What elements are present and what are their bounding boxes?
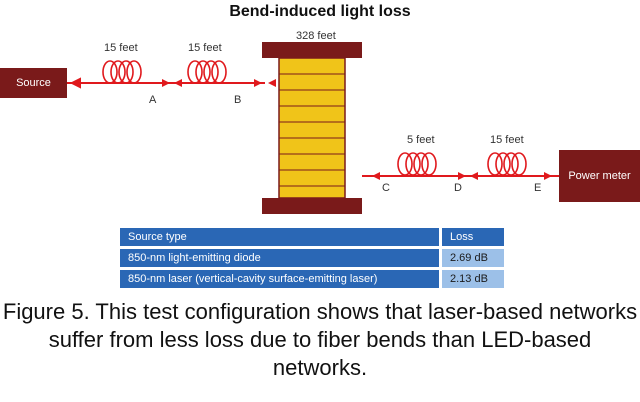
header-source-type: Source type — [120, 228, 439, 246]
point-e-label: E — [534, 182, 542, 194]
row-1-source: 850-nm light-emitting diode — [120, 249, 439, 267]
coil-2 — [187, 60, 227, 84]
header-loss: Loss — [439, 228, 504, 246]
spool-body — [278, 57, 346, 199]
figure-caption: Figure 5. This test configuration shows … — [2, 299, 638, 380]
coil-4-label: 15 feet — [490, 134, 524, 146]
point-c-label: C — [382, 182, 390, 194]
row-1-loss: 2.69 dB — [439, 249, 504, 267]
coil-1 — [102, 60, 142, 84]
connector-a — [69, 77, 81, 89]
power-meter-box: Power meter — [559, 150, 640, 202]
coil-1-label: 15 feet — [104, 42, 138, 54]
loss-table: Source type Loss 850-nm light-emitting d… — [120, 225, 504, 291]
connector-b — [162, 79, 276, 87]
point-a-label: A — [149, 94, 157, 106]
connector-c-e — [372, 172, 552, 180]
diagram-title: Bend-induced light loss — [229, 3, 411, 20]
coil-2-label: 15 feet — [188, 42, 222, 54]
table-header-row: Source type Loss — [120, 228, 504, 246]
spool-length-label: 328 feet — [296, 30, 336, 42]
table-row: 850-nm light-emitting diode 2.69 dB — [120, 249, 504, 267]
coil-3-label: 5 feet — [407, 134, 435, 146]
spool-flange-bottom — [262, 198, 362, 214]
row-2-loss: 2.13 dB — [439, 270, 504, 288]
fiber-spool — [262, 42, 362, 214]
row-2-source: 850-nm laser (vertical-cavity surface-em… — [120, 270, 439, 288]
coil-3 — [397, 152, 437, 176]
point-b-label: B — [234, 94, 242, 106]
coil-4 — [487, 152, 527, 176]
point-d-label: D — [454, 182, 462, 194]
source-box: Source — [0, 68, 67, 98]
table-row: 850-nm laser (vertical-cavity surface-em… — [120, 270, 504, 288]
spool-flange-top — [262, 42, 362, 58]
